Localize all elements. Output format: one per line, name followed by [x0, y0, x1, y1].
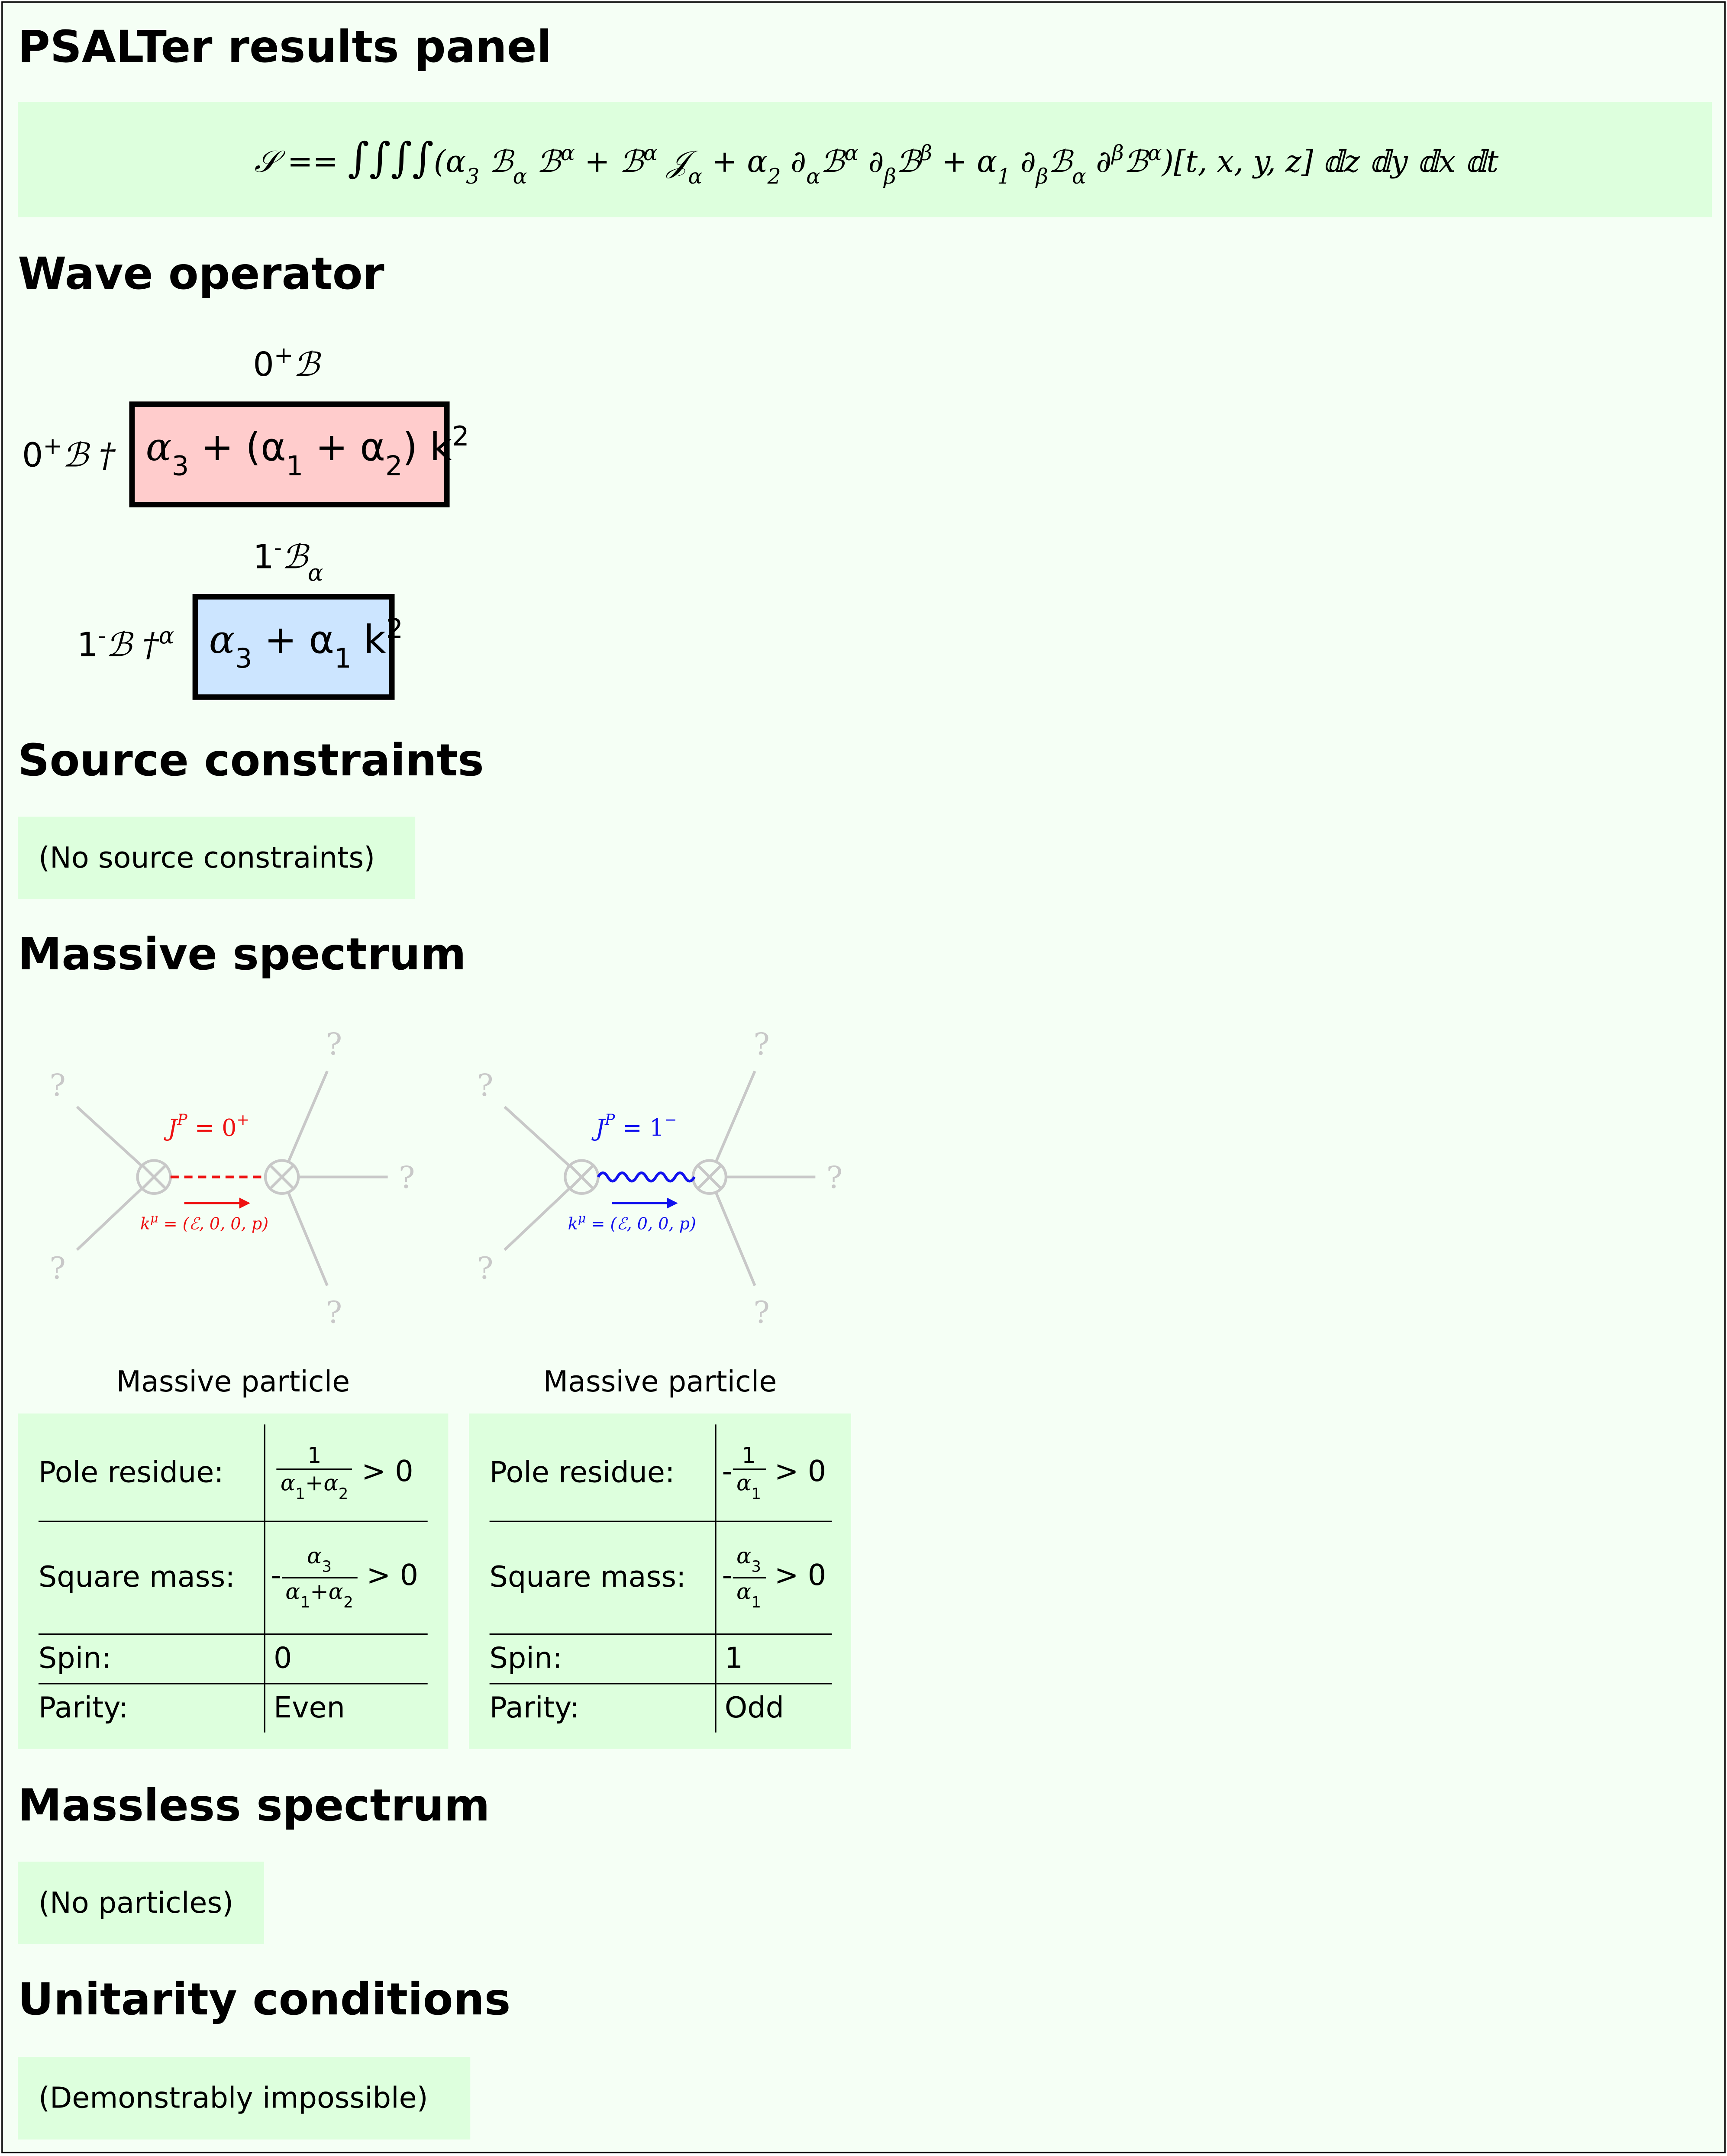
propagator-diagram-vector: ? ? ? ? ? JP = 1− kμ = (ℰ, 0, 0, p)	[477, 1027, 843, 1330]
row-label: Spin:	[489, 1633, 717, 1683]
external-leg-label: ?	[326, 1295, 342, 1330]
jp-label: JP = 1−	[591, 1111, 677, 1141]
propagator-diagram-scalar: ? ? ? ? ? JP = 0+ kμ = (ℰ, 0, 0, p)	[49, 1027, 415, 1330]
massless-spectrum-heading: Massless spectrum	[18, 1779, 490, 1832]
row-label: Spin:	[38, 1633, 265, 1683]
parity-row: Parity: Even	[38, 1683, 428, 1733]
massive-spectrum-heading: Massive spectrum	[18, 928, 466, 981]
external-leg-label: ?	[477, 1068, 493, 1103]
massless-box: (No particles)	[18, 1862, 264, 1944]
external-leg-label: ?	[753, 1027, 769, 1062]
spin-row: Spin: 1	[489, 1633, 832, 1683]
particle-caption: Massive particle	[116, 1365, 350, 1398]
parity-value: Even	[274, 1691, 345, 1725]
wave-block0-col-label: 0+ℬ	[253, 341, 320, 384]
row-label: Square mass:	[38, 1520, 265, 1634]
row-label: Pole residue:	[489, 1424, 717, 1521]
row-label: Parity:	[38, 1683, 265, 1733]
momentum-label: kμ = (ℰ, 0, 0, p)	[568, 1210, 696, 1233]
external-leg-label: ?	[477, 1251, 493, 1286]
source-constraints-box: (No source constraints)	[18, 817, 416, 900]
jp-label: JP = 0+	[163, 1111, 249, 1141]
row-label: Pole residue:	[38, 1424, 265, 1521]
wave-block0-entry: α3 + (α1 + α2) k2	[129, 401, 469, 507]
parity-value: Odd	[724, 1691, 784, 1725]
external-leg-label: ?	[399, 1160, 415, 1195]
action-formula: 𝒮 == ∫∫∫∫(α3 ℬα ℬα + ℬα 𝒥α + α2 ∂αℬα ∂βℬ…	[254, 135, 1499, 189]
spin-row: Spin: 0	[38, 1633, 428, 1683]
external-leg-label: ?	[49, 1251, 65, 1286]
external-leg-label: ?	[753, 1295, 769, 1330]
row-label: Parity:	[489, 1683, 717, 1733]
spin-value: 1	[724, 1642, 743, 1675]
wave-block1-entry-text: α3 + α1 k2	[209, 613, 404, 675]
spin-value: 0	[274, 1642, 292, 1675]
external-leg-label: ?	[826, 1160, 843, 1195]
unitarity-heading: Unitarity conditions	[18, 1973, 511, 2026]
unitarity-box: (Demonstrably impossible)	[18, 2057, 471, 2140]
wave-operator-heading: Wave operator	[18, 247, 384, 300]
external-leg-label: ?	[49, 1068, 65, 1103]
wave-block1-col-label: 1-ℬα	[253, 533, 323, 587]
action-box: 𝒮 == ∫∫∫∫(α3 ℬα ℬα + ℬα 𝒥α + α2 ∂αℬα ∂βℬ…	[18, 102, 1712, 217]
unitarity-text: (Demonstrably impossible)	[38, 2082, 428, 2115]
row-label: Square mass:	[489, 1520, 717, 1634]
wave-block1-row-label: 1-ℬ †α	[77, 621, 174, 665]
wave-block1-entry: α3 + α1 k2	[192, 594, 403, 700]
wave-block0-row-label: 0+ℬ †	[22, 432, 116, 475]
source-constraints-text: (No source constraints)	[38, 841, 375, 875]
wave-block0-entry-text: α3 + (α1 + α2) k2	[145, 420, 469, 482]
external-leg-label: ?	[326, 1027, 342, 1062]
source-constraints-heading: Source constraints	[18, 734, 484, 787]
page-title: PSALTer results panel	[18, 20, 552, 73]
parity-row: Parity: Odd	[489, 1683, 832, 1733]
massless-text: (No particles)	[38, 1886, 234, 1920]
momentum-label: kμ = (ℰ, 0, 0, p)	[140, 1210, 268, 1233]
particle-caption: Massive particle	[543, 1365, 777, 1398]
